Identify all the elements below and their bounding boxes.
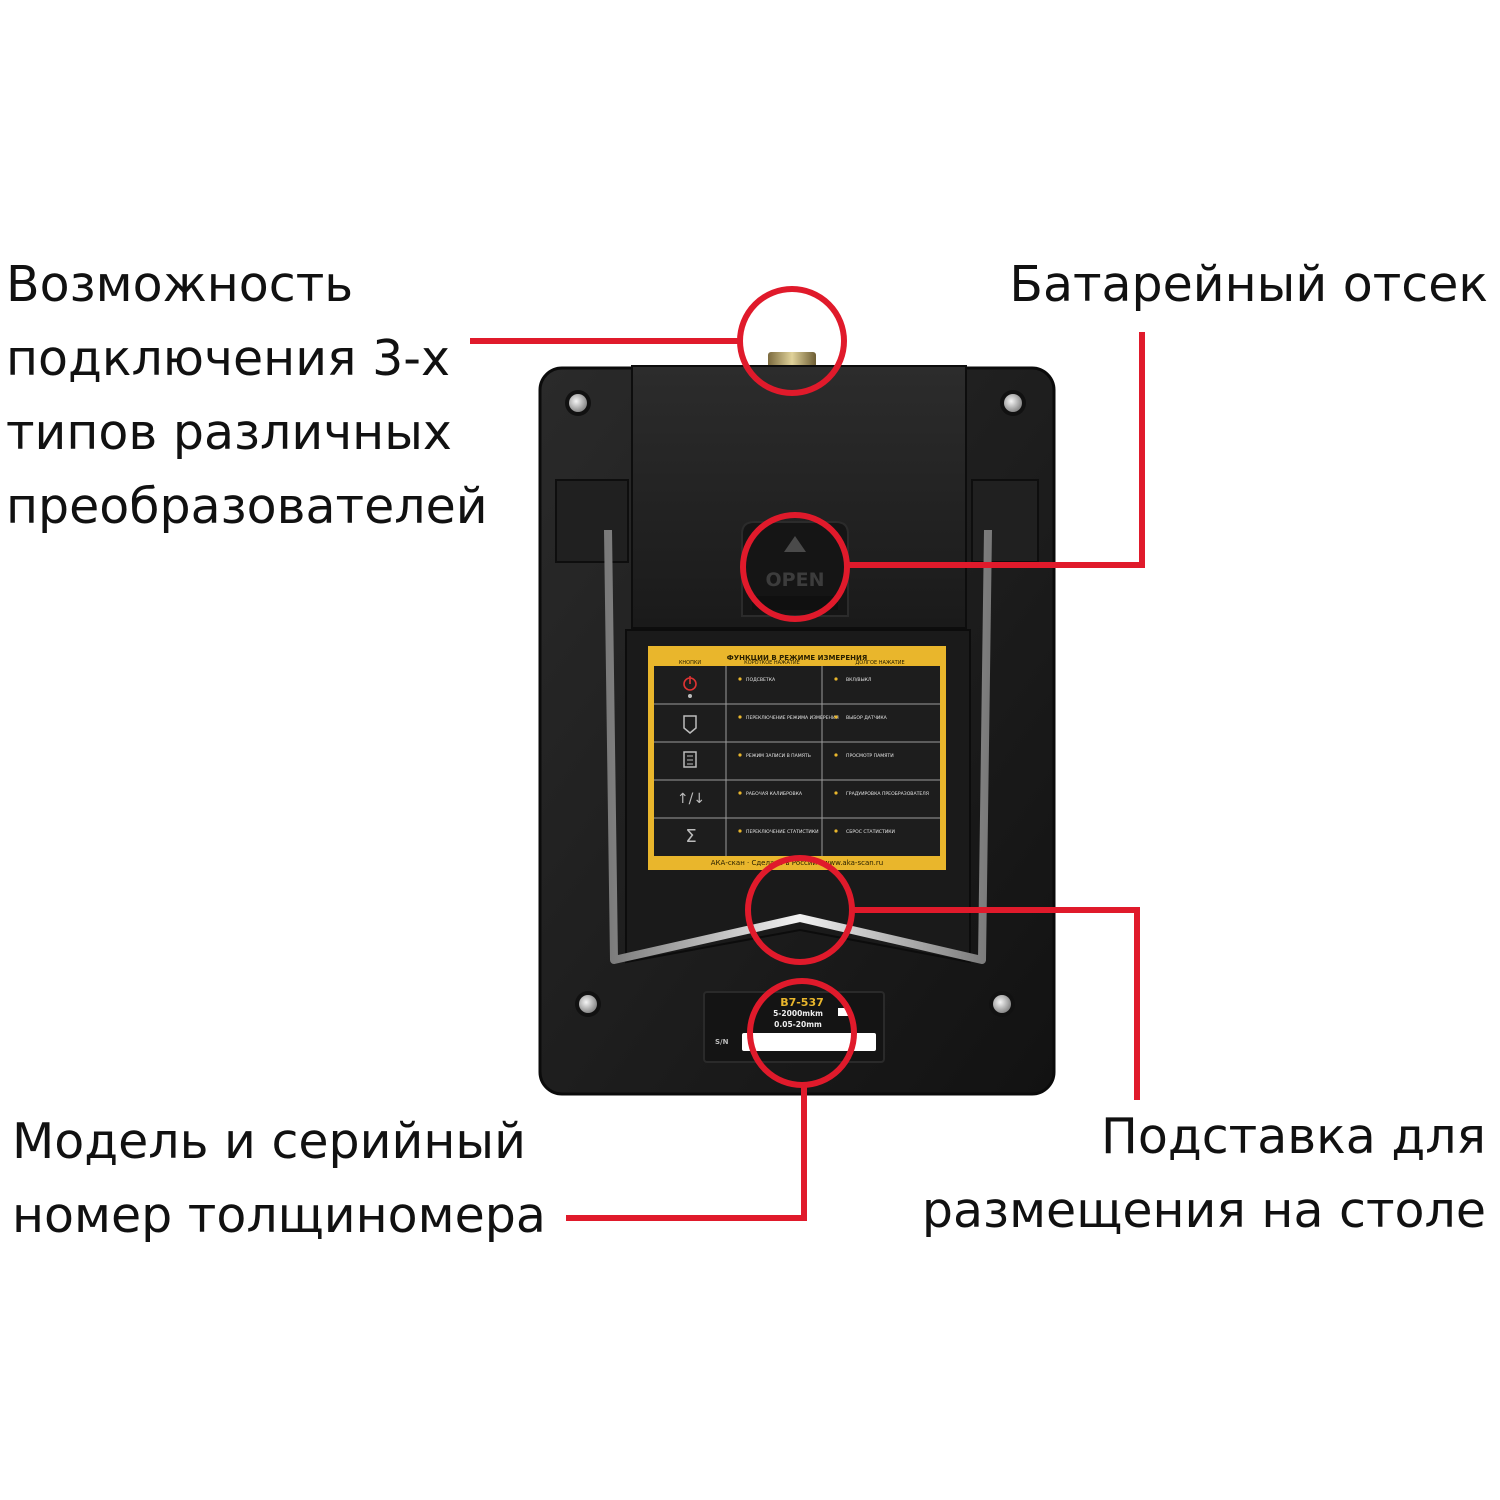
callout-model-line-1: Модель и серийный <box>12 1113 526 1170</box>
sigma-icon: Σ <box>685 826 696 847</box>
callout-stand-line-1: Подставка для <box>1101 1108 1486 1165</box>
callout-model: Модель и серийный номер толщиномера <box>12 1105 546 1253</box>
serial-label: S/N <box>715 1038 729 1046</box>
model-plate: В7-537 5-2000mkm 0.05-20mm S/N <box>703 991 885 1063</box>
stand-bracket-left <box>555 479 629 563</box>
table-col-short: КОРОТКОЕ НАЖАТИЕ <box>744 660 800 666</box>
table-col-long: ДОЛГОЕ НАЖАТИЕ <box>855 660 904 666</box>
model-name: В7-537 <box>780 996 824 1009</box>
callout-connectors: Возможность подключения 3-х типов различ… <box>6 248 488 544</box>
range-1: 5-2000mkm <box>773 1009 823 1018</box>
battery-leader-line <box>847 332 1145 568</box>
calibration-icon: ↑/↓ <box>677 791 705 807</box>
function-label: ФУНКЦИИ В РЕЖИМЕ ИЗМЕРЕНИЯ КНОПКИ КОРОТК… <box>648 646 946 870</box>
row3-short: РЕЖИМ ЗАПИСИ В ПАМЯТЬ <box>746 753 811 759</box>
row2-long: ВЫБОР ДАТЧИКА <box>846 715 888 721</box>
callout-model-line-2: номер толщиномера <box>12 1187 546 1244</box>
callout-connectors-line-2: подключения 3-х <box>6 330 450 387</box>
callout-connectors-line-4: преобразователей <box>6 478 488 535</box>
callout-stand-line-2: размещения на столе <box>921 1182 1486 1239</box>
table-header: ФУНКЦИИ В РЕЖИМЕ ИЗМЕРЕНИЯ <box>727 654 867 662</box>
serial-number-field <box>742 1033 876 1051</box>
callout-stand: Подставка для размещения на столе <box>922 1100 1486 1248</box>
power-icon <box>683 676 697 698</box>
row5-short: ПЕРЕКЛЮЧЕНИЕ СТАТИСТИКИ <box>746 829 819 835</box>
stand-leader-line <box>852 907 1140 1100</box>
wire-stand <box>604 529 992 964</box>
callout-battery: Батарейный отсек <box>1009 248 1488 322</box>
row4-long: ГРАДУИРОВКА ПРЕОБРАЗОВАТЕЛЯ <box>846 791 929 797</box>
memory-icon <box>683 751 697 768</box>
screw-icon <box>989 991 1015 1017</box>
battery-open-label: OPEN <box>766 569 825 591</box>
row4-short: РАБОЧАЯ КАЛИБРОВКА <box>746 791 803 797</box>
model-leader-line <box>566 1085 807 1221</box>
callout-markers <box>470 286 1145 1221</box>
probe-icon <box>683 715 697 734</box>
battery-latch: OPEN <box>741 521 849 617</box>
callout-battery-line-1: Батарейный отсек <box>1009 256 1488 313</box>
row3-long: ПРОСМОТР ПАМЯТИ <box>846 753 894 759</box>
row5-long: СБРОС СТАТИСТИКИ <box>846 829 895 835</box>
row1-short: ПОДСВЕТКА <box>746 677 776 683</box>
row1-long: ВКЛ/ВЫКЛ <box>846 677 871 683</box>
arrow-up-icon <box>784 536 806 552</box>
callout-connectors-line-1: Возможность <box>6 256 354 313</box>
screw-icon <box>1000 390 1026 416</box>
range-2: 0.05-20mm <box>774 1020 822 1029</box>
stand-bracket-right <box>971 479 1039 563</box>
screw-icon <box>565 390 591 416</box>
table-footer: АКА-скан · Сделано в России · www.aka-sc… <box>711 859 883 867</box>
table-col-buttons: КНОПКИ <box>679 660 702 666</box>
screw-icon <box>575 991 601 1017</box>
row2-short: ПЕРЕКЛЮЧЕНИЕ РЕЖИМА ИЗМЕРЕНИЯ <box>746 715 839 721</box>
callout-connectors-line-3: типов различных <box>6 404 452 461</box>
